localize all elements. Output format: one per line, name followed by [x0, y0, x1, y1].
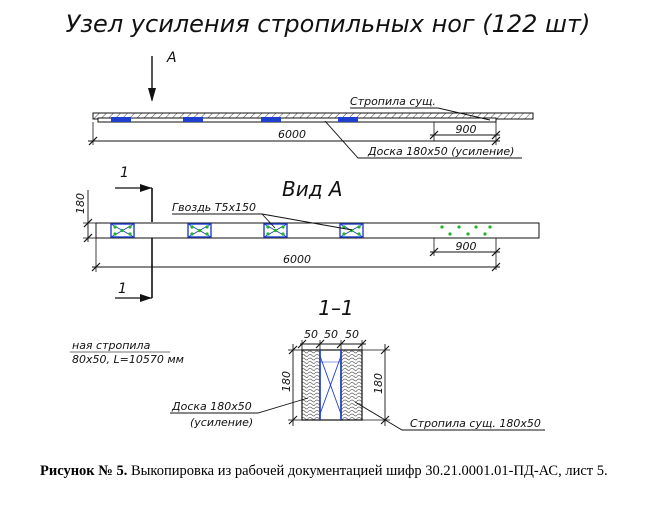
nail-group-1: [110, 223, 135, 238]
caption-number: Рисунок № 5.: [40, 463, 128, 479]
section-rafter-label: Стропила сущ. 180х50: [410, 417, 541, 430]
section-1-1: 1–1 50 50 50 180: [170, 296, 545, 431]
plan-dim-total: 6000: [283, 253, 311, 266]
plan-rafter: [95, 222, 540, 239]
section-board-left: [301, 349, 321, 421]
nail-group-end: [440, 225, 492, 236]
section-width-2: 50: [324, 328, 338, 341]
section-title: 1–1: [318, 296, 353, 320]
nail-label: Гвоздь Т5х150: [172, 201, 256, 214]
top-view: Стропила сущ. 6000 900 Доска 180х50 (уси…: [88, 95, 534, 159]
section-mark-bottom: 1: [118, 281, 127, 297]
nail-group-4: [339, 223, 364, 238]
section-mark-top: 1: [120, 165, 129, 181]
view-arrow-a: А: [148, 50, 177, 102]
view-a: Вид А 1: [74, 165, 540, 302]
view-arrow-label: А: [166, 50, 177, 66]
section-width-3: 50: [345, 328, 359, 341]
top-board-label: Доска 180х50 (усиление): [367, 145, 514, 158]
plan-dim-end: 900: [456, 240, 477, 253]
section-height-right: 180: [372, 373, 385, 394]
clamp-3: [261, 117, 281, 122]
figure-caption: Рисунок № 5. Выкопировка из рабочей доку…: [14, 461, 646, 482]
clamp-2: [183, 117, 203, 122]
section-board-label-1: Доска 180х50: [171, 400, 252, 413]
section-board-label-2: (усиление): [190, 416, 253, 429]
drawing-title: Узел усиления стропильных ног (122 шт): [66, 10, 591, 38]
clamp-1: [111, 117, 131, 122]
section-height-left: 180: [280, 371, 293, 392]
leader-board: [324, 120, 522, 159]
clamp-4: [338, 117, 358, 122]
nail-group-3: [263, 223, 288, 238]
view-a-title: Вид А: [282, 177, 343, 201]
top-dim-total: 6000: [278, 128, 306, 141]
section-width-1: 50: [304, 328, 318, 341]
top-dim-end: 900: [456, 123, 477, 136]
section-board-right: [340, 349, 363, 421]
reinforcement-drawing: Узел усиления стропильных ног (122 шт) А…: [66, 10, 591, 431]
caption-text: Выкопировка из рабочей документацией шиф…: [127, 463, 608, 479]
reinforcement-board: [97, 117, 497, 123]
left-note-line2: 80х50, L=10570 мм: [72, 353, 184, 366]
left-note-line1: ная стропила: [72, 339, 151, 352]
nail-group-2: [187, 223, 212, 238]
top-rafter-label: Стропила сущ.: [350, 95, 436, 108]
left-note: ная стропила 80х50, L=10570 мм: [70, 339, 184, 366]
plan-dim-height: 180: [74, 193, 87, 214]
leader-rafter: [350, 107, 491, 121]
